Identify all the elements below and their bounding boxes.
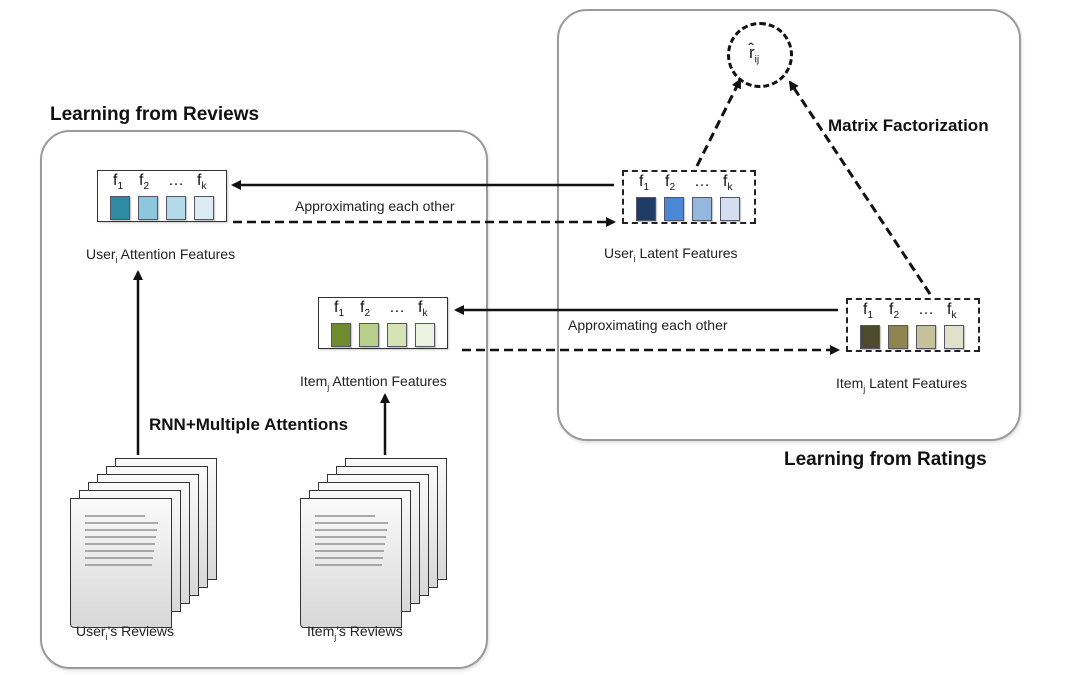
feature-cell <box>194 196 214 220</box>
feature-index-labels: f1 f2 … fk <box>319 299 447 319</box>
review-page-front <box>70 498 172 628</box>
feature-cell <box>860 325 880 349</box>
feature-label-fk: fk <box>723 173 733 194</box>
feature-index-labels: f1 f2 … fk <box>98 172 226 192</box>
predicted-rating-label: r̂ij <box>749 43 760 66</box>
matrix-factorization-label: Matrix Factorization <box>828 116 989 135</box>
feature-cell <box>664 197 684 221</box>
feature-label-f2: f2 <box>360 299 371 320</box>
review-text-line <box>85 557 153 559</box>
review-text-line <box>85 550 154 552</box>
item-reviews-stack <box>292 458 452 628</box>
feature-label-ellipsis: … <box>168 172 184 189</box>
ratings-panel-title: Learning from Ratings <box>784 449 987 470</box>
review-text-line <box>315 550 384 552</box>
feature-cell <box>720 197 740 221</box>
arrow-user-latent-to-rating <box>695 78 742 167</box>
approx-user-label: Approximating each other <box>295 198 455 214</box>
review-text-line <box>315 522 388 524</box>
feature-cell <box>636 197 656 221</box>
review-text-line <box>315 515 375 517</box>
review-page-front <box>300 498 402 628</box>
feature-cell <box>415 323 435 347</box>
user-latent-features-box: f1 f2 … fk <box>622 170 756 224</box>
reviews-panel-title: Learning from Reviews <box>50 104 260 125</box>
review-text-line <box>315 529 387 531</box>
feature-index-labels: f1 f2 … fk <box>848 301 978 321</box>
arrow-item-latent-to-rating <box>788 80 932 295</box>
item-reviews-label: Itemj's Reviews <box>307 623 403 642</box>
feature-cell <box>692 197 712 221</box>
feature-cell <box>916 325 936 349</box>
review-text-line <box>315 557 383 559</box>
review-text-line <box>85 536 156 538</box>
feature-label-fk: fk <box>197 172 207 193</box>
feature-label-f1: f1 <box>334 299 345 320</box>
feature-cell <box>138 196 158 220</box>
review-text-line <box>85 543 155 545</box>
feature-label-ellipsis: … <box>389 299 405 316</box>
feature-label-fk: fk <box>418 299 428 320</box>
user-reviews-stack <box>62 458 222 628</box>
feature-index-labels: f1 f2 … fk <box>624 173 754 193</box>
item-attention-features-box: f1 f2 … fk <box>318 297 448 349</box>
feature-label-f2: f2 <box>139 172 150 193</box>
review-text-line <box>85 529 157 531</box>
predicted-rating-node: r̂ij <box>727 22 793 88</box>
review-text-line <box>85 515 145 517</box>
feature-label-f2: f2 <box>889 301 900 322</box>
feature-cell <box>331 323 351 347</box>
user-attention-features-label: Useri Attention Features <box>86 246 236 265</box>
feature-cell <box>387 323 407 347</box>
feature-cell <box>944 325 964 349</box>
review-text-line <box>85 522 158 524</box>
rnn-attentions-label: RNN+Multiple Attentions <box>149 415 349 434</box>
feature-label-ellipsis: … <box>694 173 710 190</box>
review-text-line <box>315 536 386 538</box>
feature-label-f1: f1 <box>639 173 650 194</box>
feature-label-fk: fk <box>947 301 957 322</box>
user-reviews-label: Useri's Reviews <box>76 623 175 642</box>
feature-cell <box>888 325 908 349</box>
feature-label-f1: f1 <box>113 172 124 193</box>
feature-cell <box>110 196 130 220</box>
user-attention-features-box: f1 f2 … fk <box>97 170 227 222</box>
user-latent-features-label: Useri Latent Features <box>604 245 738 264</box>
review-text-line <box>315 543 385 545</box>
item-latent-features-label: Itemj Latent Features <box>836 375 968 394</box>
feature-cell <box>359 323 379 347</box>
feature-label-f1: f1 <box>863 301 874 322</box>
review-text-line <box>315 564 382 566</box>
feature-label-f2: f2 <box>665 173 676 194</box>
item-attention-features-label: Itemj Attention Features <box>300 373 447 392</box>
feature-cell <box>166 196 186 220</box>
item-latent-features-box: f1 f2 … fk <box>846 298 980 352</box>
review-text-line <box>85 564 152 566</box>
approx-item-label: Approximating each other <box>568 317 728 333</box>
feature-label-ellipsis: … <box>918 301 934 318</box>
